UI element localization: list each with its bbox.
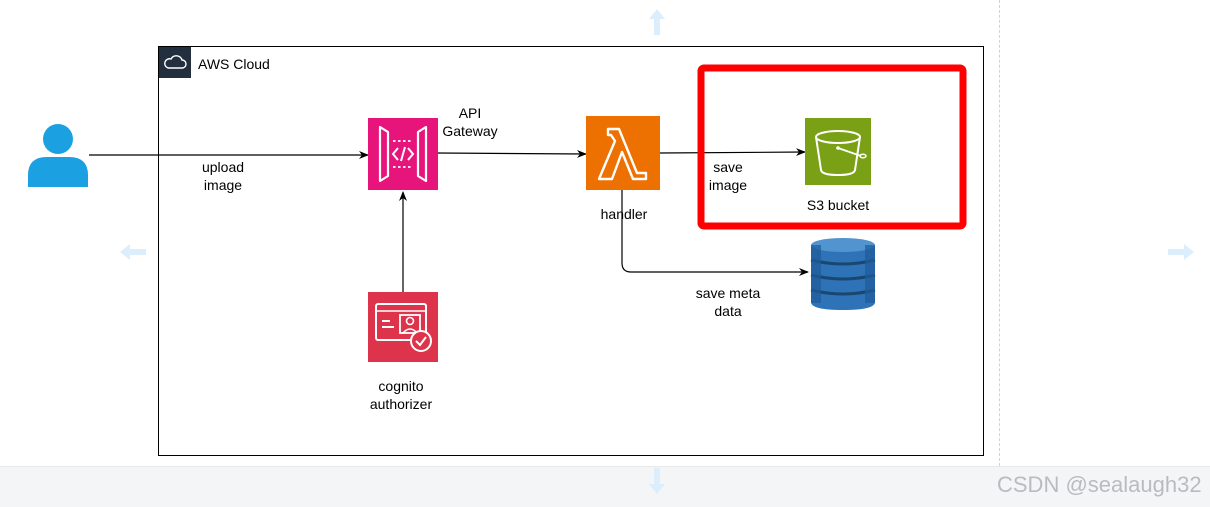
bottom-strip (0, 466, 1210, 507)
s3-bucket-icon[interactable] (805, 118, 871, 185)
edge-label-upload: upload image (201, 159, 245, 193)
edge-api-to-lambda[interactable] (436, 149, 587, 158)
guide-line (999, 0, 1000, 466)
lambda-icon[interactable] (586, 116, 660, 190)
cloud-icon (164, 55, 187, 69)
guide-arrow-down-icon (649, 468, 665, 494)
cloud-title: AWS Cloud (198, 56, 270, 72)
edge-label-save-meta-data: save meta data (695, 285, 761, 319)
edge-lambda-to-s3[interactable] (659, 148, 806, 157)
watermark: CSDN @sealaugh32 (997, 472, 1202, 497)
highlight-box (697, 64, 967, 230)
guide-arrow-right-icon (1168, 244, 1194, 260)
node-label-handler: handler (600, 206, 648, 222)
user-icon[interactable] (27, 123, 89, 187)
node-label-s3-bucket: S3 bucket (806, 197, 870, 213)
edge-label-save-image: save image (708, 159, 748, 193)
aws-cloud-group[interactable] (158, 46, 984, 456)
guide-arrow-left-icon (120, 244, 146, 260)
cloud-badge (159, 47, 191, 78)
node-label-cognito-authorizer: cognito authorizer (369, 378, 433, 412)
api-gateway-icon[interactable] (368, 118, 438, 190)
edge-lambda-to-dynamodb[interactable] (621, 190, 809, 276)
cognito-icon[interactable] (368, 292, 438, 362)
dynamodb-icon[interactable] (806, 235, 880, 312)
guide-arrow-up-icon (649, 9, 665, 35)
edge-label-api-gateway: API Gateway (442, 105, 498, 139)
